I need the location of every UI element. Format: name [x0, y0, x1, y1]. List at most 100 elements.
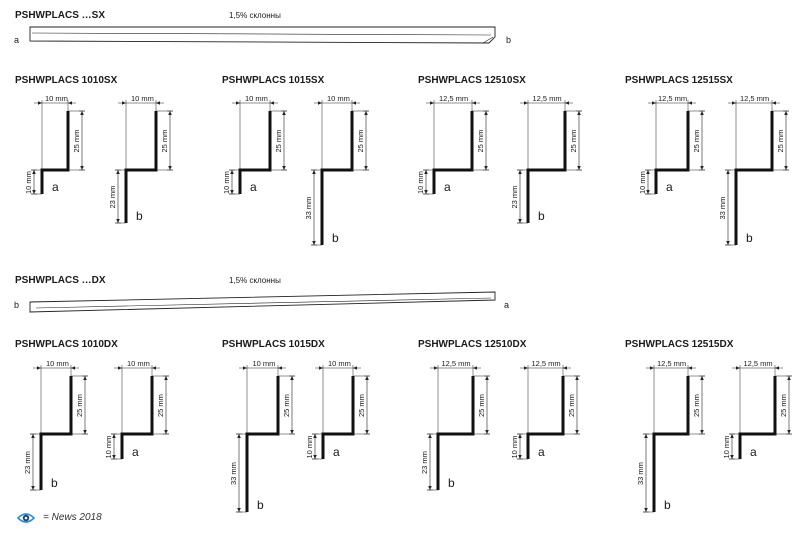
- rail-groove: [35, 297, 492, 309]
- dx-end-right-label: a: [504, 300, 510, 310]
- z-profile-shape: [120, 376, 154, 459]
- leg-dimension-arrow: [237, 434, 241, 438]
- rail-groove: [31, 32, 492, 36]
- z-profile-shape: [320, 111, 354, 245]
- leg-dimension-arrow: [518, 434, 522, 438]
- product-title: PSHWPLACS 12510SX: [418, 75, 526, 86]
- height-dimension-label: 25 mm: [357, 394, 366, 417]
- variant-letter: b: [448, 476, 455, 490]
- width-dimension-arrow: [688, 101, 692, 105]
- height-dimension-arrow: [290, 430, 294, 434]
- height-dimension-label: 25 mm: [160, 130, 169, 153]
- leg-dimension-label: 10 mm: [722, 436, 731, 459]
- width-dimension-arrow: [243, 366, 247, 370]
- width-dimension-label: 10 mm: [245, 94, 268, 103]
- leg-dimension-label: 10 mm: [104, 436, 113, 459]
- leg-dimension-label: 10 mm: [305, 436, 314, 459]
- height-dimension-label: 25 mm: [156, 394, 165, 417]
- height-dimension-arrow: [168, 166, 172, 170]
- z-profile-shape: [526, 376, 565, 459]
- height-dimension-arrow: [787, 376, 791, 380]
- height-dimension-arrow: [575, 376, 579, 380]
- variant-letter: a: [750, 445, 757, 459]
- height-dimension-arrow: [164, 430, 168, 434]
- leg-dimension-arrow: [116, 170, 120, 174]
- leg-dimension-arrow: [730, 434, 734, 438]
- width-dimension-arrow: [772, 101, 776, 105]
- product-title: PSHWPLACS 1015DX: [222, 339, 325, 350]
- height-dimension-arrow: [364, 166, 368, 170]
- leg-dimension-arrow: [646, 190, 650, 194]
- leg-dimension-label: 10 mm: [416, 171, 425, 194]
- height-dimension-label: 25 mm: [72, 130, 81, 153]
- height-dimension-arrow: [80, 111, 84, 115]
- leg-dimension-arrow: [31, 434, 35, 438]
- leg-dimension-arrow: [31, 486, 35, 490]
- leg-dimension-arrow: [230, 170, 234, 174]
- variant-letter: a: [250, 180, 257, 194]
- height-dimension-arrow: [365, 430, 369, 434]
- product-title: PSHWPLACS 1010SX: [15, 75, 118, 86]
- dx-series-title: PSHWPLACS …DX: [15, 275, 106, 286]
- z-profile-shape: [436, 376, 475, 490]
- z-profile-shape: [654, 111, 690, 194]
- width-dimension-arrow: [71, 366, 75, 370]
- product-title: PSHWPLACS 1015SX: [222, 75, 325, 86]
- height-dimension-arrow: [282, 166, 286, 170]
- leg-dimension-label: 23 mm: [510, 186, 519, 209]
- height-dimension-arrow: [168, 111, 172, 115]
- width-dimension-arrow: [732, 101, 736, 105]
- news-2018-label: = News 2018: [43, 512, 102, 523]
- variant-letter: a: [132, 445, 139, 459]
- leg-dimension-label: 33 mm: [636, 462, 645, 485]
- leg-dimension-label: 33 mm: [229, 462, 238, 485]
- height-dimension-arrow: [290, 376, 294, 380]
- width-dimension-arrow: [319, 366, 323, 370]
- height-dimension-arrow: [365, 376, 369, 380]
- width-dimension-arrow: [650, 366, 654, 370]
- height-dimension-label: 25 mm: [779, 394, 788, 417]
- leg-dimension-arrow: [312, 241, 316, 245]
- width-dimension-arrow: [652, 101, 656, 105]
- leg-dimension-label: 10 mm: [638, 171, 647, 194]
- leg-dimension-arrow: [32, 170, 36, 174]
- leg-dimension-label: 33 mm: [304, 197, 313, 220]
- z-profile-shape: [40, 111, 70, 194]
- width-dimension-arrow: [430, 101, 434, 105]
- height-dimension-arrow: [700, 376, 704, 380]
- width-dimension-arrow: [688, 366, 692, 370]
- width-dimension-label: 12,5 mm: [658, 94, 687, 103]
- height-dimension-label: 25 mm: [477, 394, 486, 417]
- leg-dimension-arrow: [313, 434, 317, 438]
- leg-dimension-arrow: [112, 434, 116, 438]
- width-dimension-label: 12,5 mm: [439, 94, 468, 103]
- width-dimension-label: 10 mm: [46, 359, 69, 368]
- z-profile-shape: [39, 376, 73, 490]
- slope-rail: [29, 26, 496, 44]
- width-dimension-label: 10 mm: [127, 359, 150, 368]
- width-dimension-label: 10 mm: [131, 94, 154, 103]
- sx-slope-label: 1,5% склонны: [229, 11, 281, 20]
- slope-rail: [29, 291, 496, 313]
- width-dimension-arrow: [353, 366, 357, 370]
- width-dimension-label: 12,5 mm: [740, 94, 769, 103]
- width-dimension-label: 10 mm: [328, 359, 351, 368]
- width-dimension-label: 12,5 mm: [657, 359, 686, 368]
- leg-dimension-arrow: [313, 455, 317, 459]
- width-dimension-label: 10 mm: [327, 94, 350, 103]
- z-profile-shape: [738, 376, 777, 459]
- width-dimension-arrow: [37, 366, 41, 370]
- height-dimension-label: 25 mm: [569, 130, 578, 153]
- z-profile-shape: [124, 111, 158, 223]
- width-dimension-arrow: [352, 101, 356, 105]
- height-dimension-label: 25 mm: [282, 394, 291, 417]
- leg-dimension-arrow: [726, 170, 730, 174]
- width-dimension-label: 12,5 mm: [744, 359, 773, 368]
- product-title: PSHWPLACS 12515DX: [625, 339, 734, 350]
- news-eye-icon: [16, 511, 36, 525]
- variant-letter: a: [444, 180, 451, 194]
- width-dimension-arrow: [524, 101, 528, 105]
- leg-dimension-arrow: [428, 434, 432, 438]
- width-dimension-arrow: [118, 366, 122, 370]
